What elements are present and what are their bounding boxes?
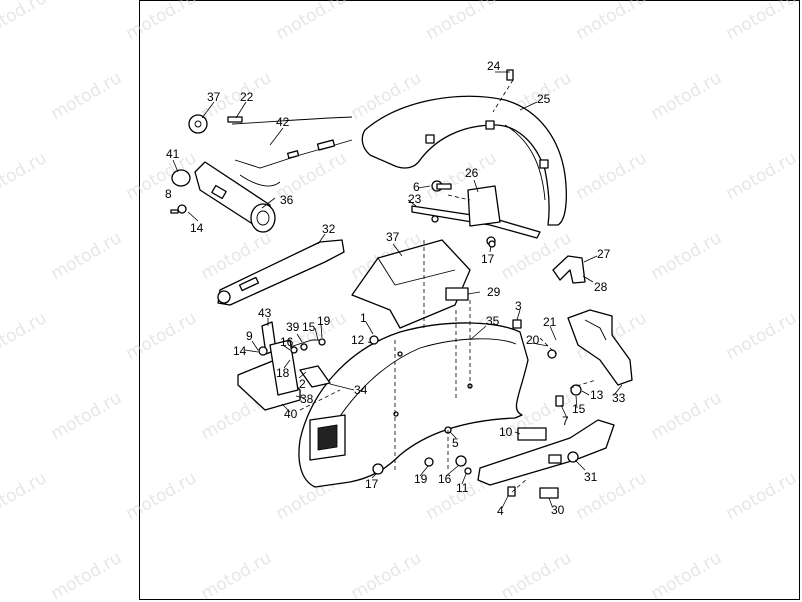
watermark-text: motod.ru xyxy=(798,68,802,124)
watermark-text: motod.ru xyxy=(648,228,726,284)
assembly-lines xyxy=(299,79,597,493)
callout-label: 33 xyxy=(612,391,626,405)
callout-label: 17 xyxy=(365,477,379,491)
rear-fender xyxy=(298,322,529,488)
fender-extension xyxy=(567,309,633,386)
callout-label: 7 xyxy=(562,414,569,428)
grommets xyxy=(170,114,243,214)
tail-lamp-bracket xyxy=(194,161,276,233)
callout-label: 5 xyxy=(452,436,459,450)
callout-label: 19 xyxy=(317,314,331,328)
wiring-harness xyxy=(231,116,353,187)
callout-labels: 37 22 42 41 8 14 36 32 37 29 24 25 6 26 … xyxy=(165,59,626,518)
front-fender xyxy=(361,95,567,226)
callout-label: 31 xyxy=(584,470,598,484)
callout-label: 2 xyxy=(299,377,306,391)
callout-label: 30 xyxy=(551,503,565,517)
callout-label: 8 xyxy=(165,187,172,201)
callout-label: 18 xyxy=(276,366,290,380)
callout-label: 41 xyxy=(166,147,180,161)
support-rail-31 xyxy=(477,419,615,499)
watermark-text: motod.ru xyxy=(798,548,802,602)
callout-label: 39 xyxy=(286,320,300,334)
watermark-text: motod.ru xyxy=(723,468,801,524)
watermark-text: motod.ru xyxy=(198,548,276,602)
watermark-text: motod.ru xyxy=(573,0,651,44)
watermark-text: motod.ru xyxy=(423,0,501,44)
callout-label: 36 xyxy=(280,193,294,207)
callout-label: 14 xyxy=(190,221,204,235)
watermark-text: motod.ru xyxy=(273,0,351,44)
watermark-text: motod.ru xyxy=(723,308,801,364)
watermark-text: motod.ru xyxy=(573,148,651,204)
callout-label: 37 xyxy=(207,90,221,104)
callout-label: 27 xyxy=(597,247,611,261)
watermark-text: motod.ru xyxy=(0,0,50,44)
callout-label: 6 xyxy=(413,180,420,194)
callout-label: 1 xyxy=(360,311,367,325)
watermark-text: motod.ru xyxy=(648,68,726,124)
callout-label: 22 xyxy=(240,90,254,104)
watermark-text: motod.ru xyxy=(48,228,126,284)
callout-label: 19 xyxy=(414,472,428,486)
callout-label: 15 xyxy=(302,320,316,334)
brace-assembly xyxy=(411,180,586,284)
callout-label: 34 xyxy=(354,383,368,397)
support-rail-32 xyxy=(217,239,345,306)
rear-fender-bracket xyxy=(351,239,471,329)
callout-label: 4 xyxy=(497,504,504,518)
watermark-text: motod.ru xyxy=(0,148,50,204)
callout-label: 21 xyxy=(543,315,557,329)
callout-label: 15 xyxy=(572,402,586,416)
callout-label: 43 xyxy=(258,306,272,320)
leader-lines xyxy=(172,71,623,509)
watermark-text: motod.ru xyxy=(723,148,801,204)
watermark-text: motod.ru xyxy=(48,548,126,602)
watermark-text: motod.ru xyxy=(723,0,801,44)
watermark-text: motod.ru xyxy=(0,468,50,524)
watermark-text: motod.ru xyxy=(798,228,802,284)
watermark-text: motod.ru xyxy=(498,548,576,602)
callout-label: 24 xyxy=(487,59,501,73)
callout-label: 28 xyxy=(594,280,608,294)
callout-label: 14 xyxy=(233,344,247,358)
callout-label: 17 xyxy=(481,252,495,266)
watermark-text: motod.ru xyxy=(798,388,802,444)
watermark-text: motod.ru xyxy=(123,468,201,524)
callout-label: 40 xyxy=(284,407,298,421)
callout-label: 20 xyxy=(526,333,540,347)
callout-label: 16 xyxy=(438,472,452,486)
watermark-text: motod.ru xyxy=(123,308,201,364)
callout-label: 3 xyxy=(515,299,522,313)
callout-label: 42 xyxy=(276,115,290,129)
callout-label: 25 xyxy=(537,92,551,106)
callout-label: 29 xyxy=(487,285,501,299)
callout-label: 16 xyxy=(280,335,294,349)
callout-label: 37 xyxy=(386,230,400,244)
watermark-text: motod.ru xyxy=(123,0,201,44)
watermark-text: motod.ru xyxy=(48,388,126,444)
callout-label: 12 xyxy=(351,333,365,347)
callout-label: 35 xyxy=(486,314,500,328)
license-bracket xyxy=(237,321,331,411)
diagram-frame xyxy=(139,0,800,600)
watermark-text: motod.ru xyxy=(0,308,50,364)
callout-label: 13 xyxy=(590,388,604,402)
callout-label: 38 xyxy=(300,392,314,406)
callout-label: 23 xyxy=(408,192,422,206)
callout-label: 32 xyxy=(322,222,336,236)
watermark-text: motod.ru xyxy=(648,548,726,602)
callout-label: 26 xyxy=(465,166,479,180)
callout-label: 11 xyxy=(456,481,469,495)
watermark-text: motod.ru xyxy=(648,388,726,444)
watermark-text: motod.ru xyxy=(348,548,426,602)
watermark-text: motod.ru xyxy=(48,68,126,124)
callout-label: 10 xyxy=(499,425,513,439)
callout-label: 9 xyxy=(246,329,253,343)
